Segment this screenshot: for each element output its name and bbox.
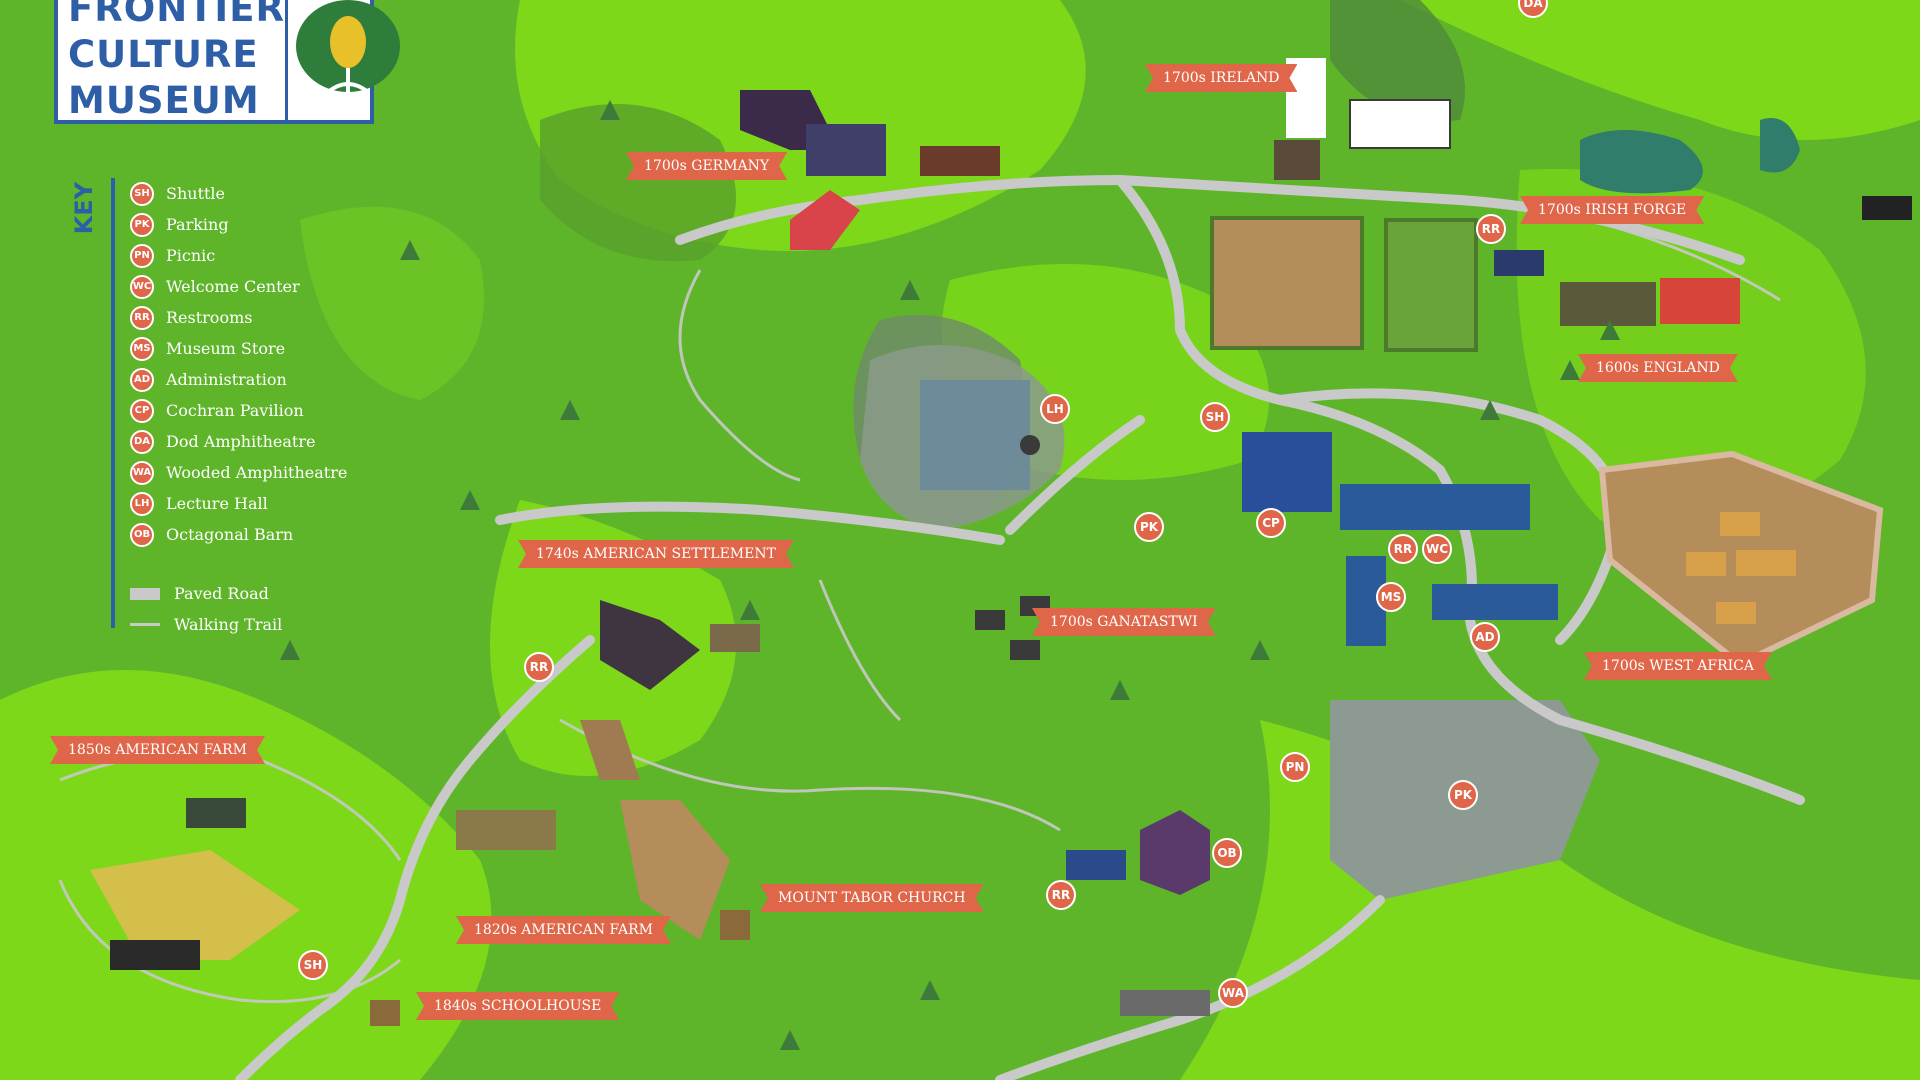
key-label: Restrooms <box>166 308 253 327</box>
administration-badge-icon: AD <box>130 367 154 392</box>
legend-label: Paved Road <box>174 584 269 603</box>
marker-picnic[interactable]: PN <box>1280 752 1310 782</box>
key-item-shuttle: SH Shuttle <box>130 178 347 209</box>
lecture-hall-badge-icon: LH <box>130 491 154 516</box>
marker-restrooms-forge[interactable]: RR <box>1476 214 1506 244</box>
key-label: Lecture Hall <box>166 494 268 513</box>
marker-museum-store[interactable]: MS <box>1376 582 1406 612</box>
label-1850s-american-farm[interactable]: 1850s AMERICAN FARM <box>50 736 265 764</box>
key-item-museum-store: MS Museum Store <box>130 333 347 364</box>
key-item-parking: PK Parking <box>130 209 347 240</box>
legend-label: Walking Trail <box>174 615 283 634</box>
marker-shuttle-center[interactable]: SH <box>1200 402 1230 432</box>
key-label: Cochran Pavilion <box>166 401 304 420</box>
key-label: Wooded Amphitheatre <box>166 463 348 482</box>
marker-restrooms-barn[interactable]: RR <box>1046 880 1076 910</box>
marker-restrooms-center[interactable]: RR <box>1388 534 1418 564</box>
label-1700s-west-africa[interactable]: 1700s WEST AFRICA <box>1584 652 1772 680</box>
key-label: Administration <box>166 370 287 389</box>
label-1700s-irish-forge[interactable]: 1700s IRISH FORGE <box>1520 196 1704 224</box>
dod-amphitheatre-badge-icon: DA <box>130 429 154 454</box>
logo-emblem-icon <box>288 0 408 114</box>
label-mount-tabor-church[interactable]: MOUNT TABOR CHURCH <box>760 884 984 912</box>
parking-badge-icon: PK <box>130 212 154 237</box>
octagonal-barn-badge-icon: OB <box>130 522 154 547</box>
logo-wordmark: FRONTIER CULTURE MUSEUM <box>58 0 288 122</box>
label-1700s-ganatastwi[interactable]: 1700s GANATASTWI <box>1032 608 1216 636</box>
key-item-wooded-amphitheatre: WA Wooded Amphitheatre <box>130 457 347 488</box>
key-label: Shuttle <box>166 184 226 203</box>
wooded-amphitheatre-badge-icon: WA <box>130 460 154 485</box>
marker-parking-lot[interactable]: PK <box>1448 780 1478 810</box>
marker-parking-center[interactable]: PK <box>1134 512 1164 542</box>
legend-walking-trail: Walking Trail <box>130 609 282 640</box>
legend-paved-road: Paved Road <box>130 578 282 609</box>
label-1700s-germany[interactable]: 1700s GERMANY <box>626 152 787 180</box>
marker-lecture-hall[interactable]: LH <box>1040 394 1070 424</box>
key-item-lecture-hall: LH Lecture Hall <box>130 488 347 519</box>
logo-line-1: FRONTIER <box>68 0 285 30</box>
cochran-pavilion-badge-icon: CP <box>130 398 154 423</box>
paved-road-swatch-icon <box>130 587 160 600</box>
label-1740s-american-settlement[interactable]: 1740s AMERICAN SETTLEMENT <box>518 540 794 568</box>
key-title: KEY <box>70 182 98 235</box>
key-item-administration: AD Administration <box>130 364 347 395</box>
map-key: KEY SH Shuttle PK Parking PN Picnic WC Welco… <box>70 178 370 634</box>
key-label: Parking <box>166 215 229 234</box>
museum-store-badge-icon: MS <box>130 336 154 361</box>
label-1840s-schoolhouse[interactable]: 1840s SCHOOLHOUSE <box>416 992 619 1020</box>
road-legend: Paved Road Walking Trail <box>130 578 282 640</box>
label-1700s-ireland[interactable]: 1700s IRELAND <box>1145 64 1297 92</box>
marker-administration[interactable]: AD <box>1470 622 1500 652</box>
key-item-picnic: PN Picnic <box>130 240 347 271</box>
key-label: Dod Amphitheatre <box>166 432 316 451</box>
marker-cochran-pavilion[interactable]: CP <box>1256 508 1286 538</box>
key-item-welcome-center: WC Welcome Center <box>130 271 347 302</box>
key-item-restrooms: RR Restrooms <box>130 302 347 333</box>
museum-logo: FRONTIER CULTURE MUSEUM <box>54 0 400 124</box>
marker-wooded-amphitheatre[interactable]: WA <box>1218 978 1248 1008</box>
marker-welcome-center[interactable]: WC <box>1422 534 1452 564</box>
key-item-dod-amphitheatre: DA Dod Amphitheatre <box>130 426 347 457</box>
walking-trail-swatch-icon <box>130 623 160 626</box>
key-label: Welcome Center <box>166 277 300 296</box>
marker-shuttle-farm[interactable]: SH <box>298 950 328 980</box>
key-item-octagonal-barn: OB Octagonal Barn <box>130 519 347 550</box>
logo-line-3: MUSEUM <box>68 79 260 122</box>
label-1600s-england[interactable]: 1600s ENGLAND <box>1578 354 1738 382</box>
marker-octagonal-barn[interactable]: OB <box>1212 838 1242 868</box>
picnic-badge-icon: PN <box>130 243 154 268</box>
key-label: Picnic <box>166 246 216 265</box>
restrooms-badge-icon: RR <box>130 305 154 330</box>
key-label: Museum Store <box>166 339 286 358</box>
label-1820s-american-farm[interactable]: 1820s AMERICAN FARM <box>456 916 671 944</box>
key-list: SH Shuttle PK Parking PN Picnic WC Welcome C… <box>130 178 347 550</box>
shuttle-badge-icon: SH <box>130 181 154 206</box>
marker-restrooms-settlement[interactable]: RR <box>524 652 554 682</box>
key-divider <box>111 178 115 628</box>
logo-line-2: CULTURE <box>68 33 259 76</box>
key-label: Octagonal Barn <box>166 525 294 544</box>
welcome-center-badge-icon: WC <box>130 274 154 299</box>
key-item-cochran-pavilion: CP Cochran Pavilion <box>130 395 347 426</box>
